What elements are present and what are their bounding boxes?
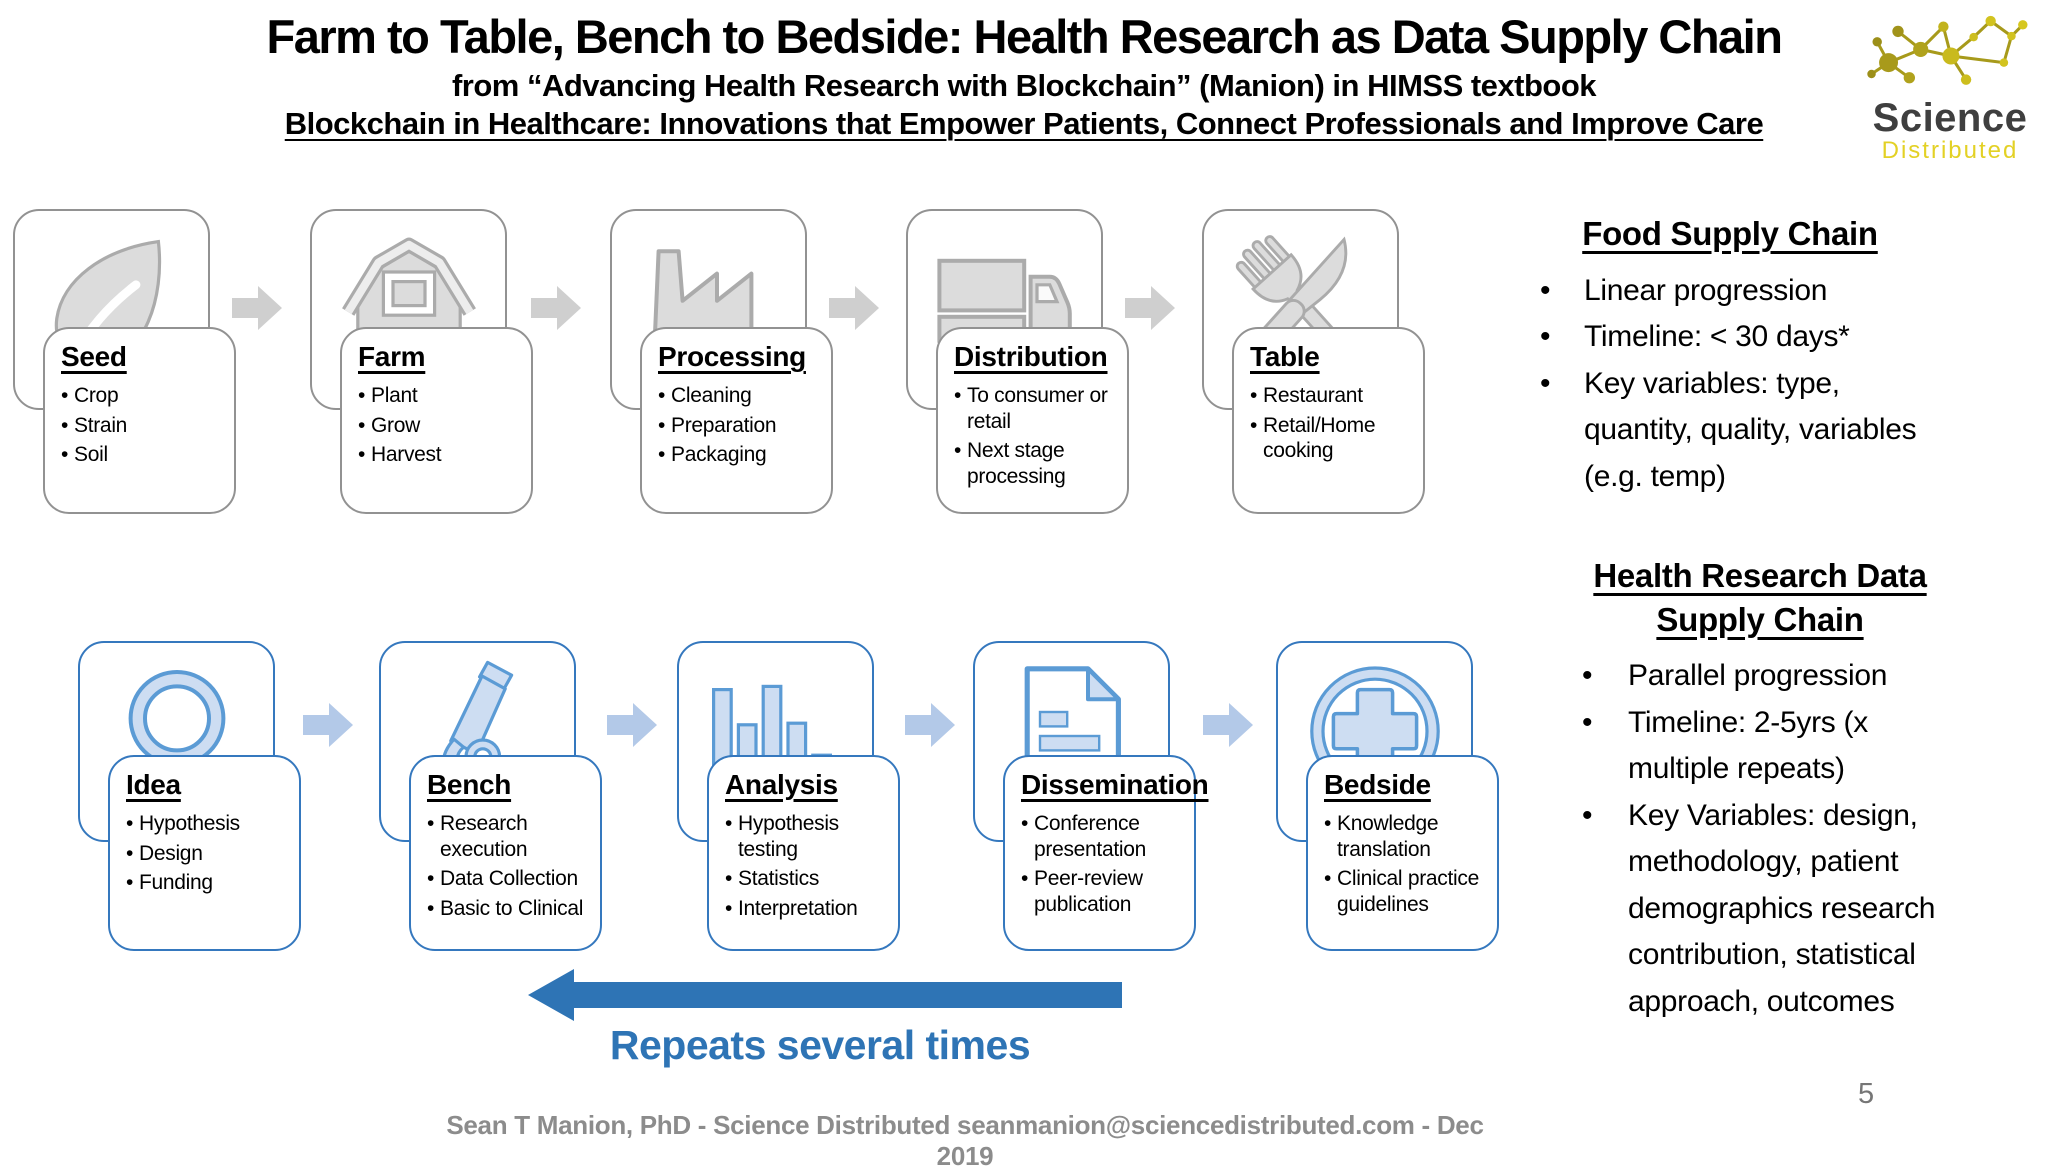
food-supply-chain-panel: Food Supply Chain Linear progression Tim… [1530, 212, 1930, 500]
right-arrow-icon [303, 703, 353, 747]
stage-bullet-list: Hypothesis testing Statistics Interpreta… [725, 811, 892, 921]
farm-text-card: Farm Plant Grow Harvest [340, 327, 533, 514]
list-item: Grow [358, 413, 525, 439]
list-item: Data Collection [427, 866, 594, 892]
list-item: Funding [126, 870, 293, 896]
list-item: Linear progression [1530, 268, 1930, 315]
stage-bullet-list: Conference presentation Peer-review publ… [1021, 811, 1188, 917]
stage-bullet-list: Restaurant Retail/Home cooking [1250, 383, 1417, 464]
health-panel-heading: Health Research Data Supply Chain [1593, 557, 1927, 638]
repeat-left-arrow-icon [528, 969, 1122, 1021]
list-item: Timeline: < 30 days* [1530, 314, 1930, 361]
stage-idea: Idea Hypothesis Design Funding [78, 641, 308, 1061]
stage-title: Analysis [725, 769, 838, 800]
list-item: Packaging [658, 442, 825, 468]
stage-seed: Seed Crop Strain Soil [13, 209, 243, 629]
health-panel-bullets: Parallel progression Timeline: 2-5yrs (x… [1548, 653, 1972, 1025]
slide-subtitle: from “Advancing Health Research with Blo… [451, 68, 1597, 104]
stage-title: Bedside [1324, 769, 1431, 800]
list-item: Cleaning [658, 383, 825, 409]
stage-farm: Farm Plant Grow Harvest [310, 209, 540, 629]
list-item: Knowledge translation [1324, 811, 1491, 862]
stage-bullet-list: Research execution Data Collection Basic… [427, 811, 594, 921]
stage-bullet-list: Crop Strain Soil [61, 383, 228, 468]
network-molecule-icon [1867, 15, 2028, 85]
list-item: Soil [61, 442, 228, 468]
table-text-card: Table Restaurant Retail/Home cooking [1232, 327, 1425, 514]
list-item: Conference presentation [1021, 811, 1188, 862]
list-item: Peer-review publication [1021, 866, 1188, 917]
list-item: Clinical practice guidelines [1324, 866, 1491, 917]
stage-bullet-list: Cleaning Preparation Packaging [658, 383, 825, 468]
list-item: Next stage processing [954, 438, 1121, 489]
right-arrow-icon [905, 703, 955, 747]
stage-title: Distribution [954, 341, 1108, 372]
list-item: Design [126, 841, 293, 867]
stage-bullet-list: Hypothesis Design Funding [126, 811, 293, 896]
health-research-panel: Health Research Data Supply Chain Parall… [1548, 554, 1972, 1025]
slide-title: Farm to Table, Bench to Bedside: Health … [266, 10, 1783, 63]
analysis-text-card: Analysis Hypothesis testing Statistics I… [707, 755, 900, 951]
stage-table: Table Restaurant Retail/Home cooking [1202, 209, 1432, 629]
right-arrow-icon [232, 286, 282, 330]
list-item: Hypothesis [126, 811, 293, 837]
list-item: Plant [358, 383, 525, 409]
stage-title: Table [1250, 341, 1320, 372]
stage-bench: Bench Research execution Data Collection… [379, 641, 609, 1061]
stage-title: Dissemination [1021, 769, 1209, 800]
list-item: Strain [61, 413, 228, 439]
stage-title: Seed [61, 341, 127, 372]
dissemination-text-card: Dissemination Conference presentation Pe… [1003, 755, 1209, 951]
logo-tagline: Distributed [1881, 137, 2019, 164]
right-arrow-icon [607, 703, 657, 747]
logo-name: Science [1872, 96, 2028, 140]
list-item: Key Variables: design, methodology, pati… [1548, 793, 1972, 1026]
stage-title: Idea [126, 769, 181, 800]
stage-bullet-list: To consumer or retail Next stage process… [954, 383, 1121, 489]
stage-bullet-list: Plant Grow Harvest [358, 383, 525, 468]
right-arrow-icon [1203, 703, 1253, 747]
list-item: Retail/Home cooking [1250, 413, 1417, 464]
stage-dissemination: Dissemination Conference presentation Pe… [973, 641, 1209, 1061]
list-item: Timeline: 2-5yrs (x multiple repeats) [1548, 700, 1972, 793]
right-arrow-icon [1125, 286, 1175, 330]
right-arrow-icon [829, 286, 879, 330]
stage-analysis: Analysis Hypothesis testing Statistics I… [677, 641, 907, 1061]
slide-footer: Sean T Manion, PhD - Science Distributed… [446, 1110, 1484, 1171]
stage-title: Farm [358, 341, 426, 372]
title-block: Farm to Table, Bench to Bedside: Health … [0, 10, 2048, 142]
bedside-text-card: Bedside Knowledge translation Clinical p… [1306, 755, 1499, 951]
list-item: Statistics [725, 866, 892, 892]
list-item: Key variables: type, quantity, quality, … [1530, 361, 1930, 501]
list-item: Restaurant [1250, 383, 1417, 409]
repeat-label: Repeats several times [609, 1022, 1031, 1068]
stage-bullet-list: Knowledge translation Clinical practice … [1324, 811, 1491, 917]
list-item: Basic to Clinical [427, 896, 594, 922]
page-number: 5 [1858, 1078, 1875, 1110]
list-item: Crop [61, 383, 228, 409]
list-item: Parallel progression [1548, 653, 1972, 700]
stage-processing: Processing Cleaning Preparation Packagin… [610, 209, 840, 629]
list-item: Preparation [658, 413, 825, 439]
idea-text-card: Idea Hypothesis Design Funding [108, 755, 301, 951]
food-panel-bullets: Linear progression Timeline: < 30 days* … [1530, 268, 1930, 501]
processing-text-card: Processing Cleaning Preparation Packagin… [640, 327, 833, 514]
distribution-text-card: Distribution To consumer or retail Next … [936, 327, 1129, 514]
seed-text-card: Seed Crop Strain Soil [43, 327, 236, 514]
stage-title: Processing [658, 341, 806, 372]
book-title: Blockchain in Healthcare: Innovations th… [284, 106, 1764, 142]
list-item: To consumer or retail [954, 383, 1121, 434]
idea-icon-card [78, 641, 275, 842]
list-item: Research execution [427, 811, 594, 862]
list-item: Harvest [358, 442, 525, 468]
list-item: Hypothesis testing [725, 811, 892, 862]
right-arrow-icon [531, 286, 581, 330]
science-distributed-logo: Science Distributed [1852, 4, 2048, 164]
bench-text-card: Bench Research execution Data Collection… [409, 755, 602, 951]
stage-bedside: Bedside Knowledge translation Clinical p… [1276, 641, 1506, 1061]
food-panel-heading: Food Supply Chain [1582, 215, 1878, 252]
stage-title: Bench [427, 769, 512, 800]
list-item: Interpretation [725, 896, 892, 922]
stage-distribution: Distribution To consumer or retail Next … [906, 209, 1136, 629]
